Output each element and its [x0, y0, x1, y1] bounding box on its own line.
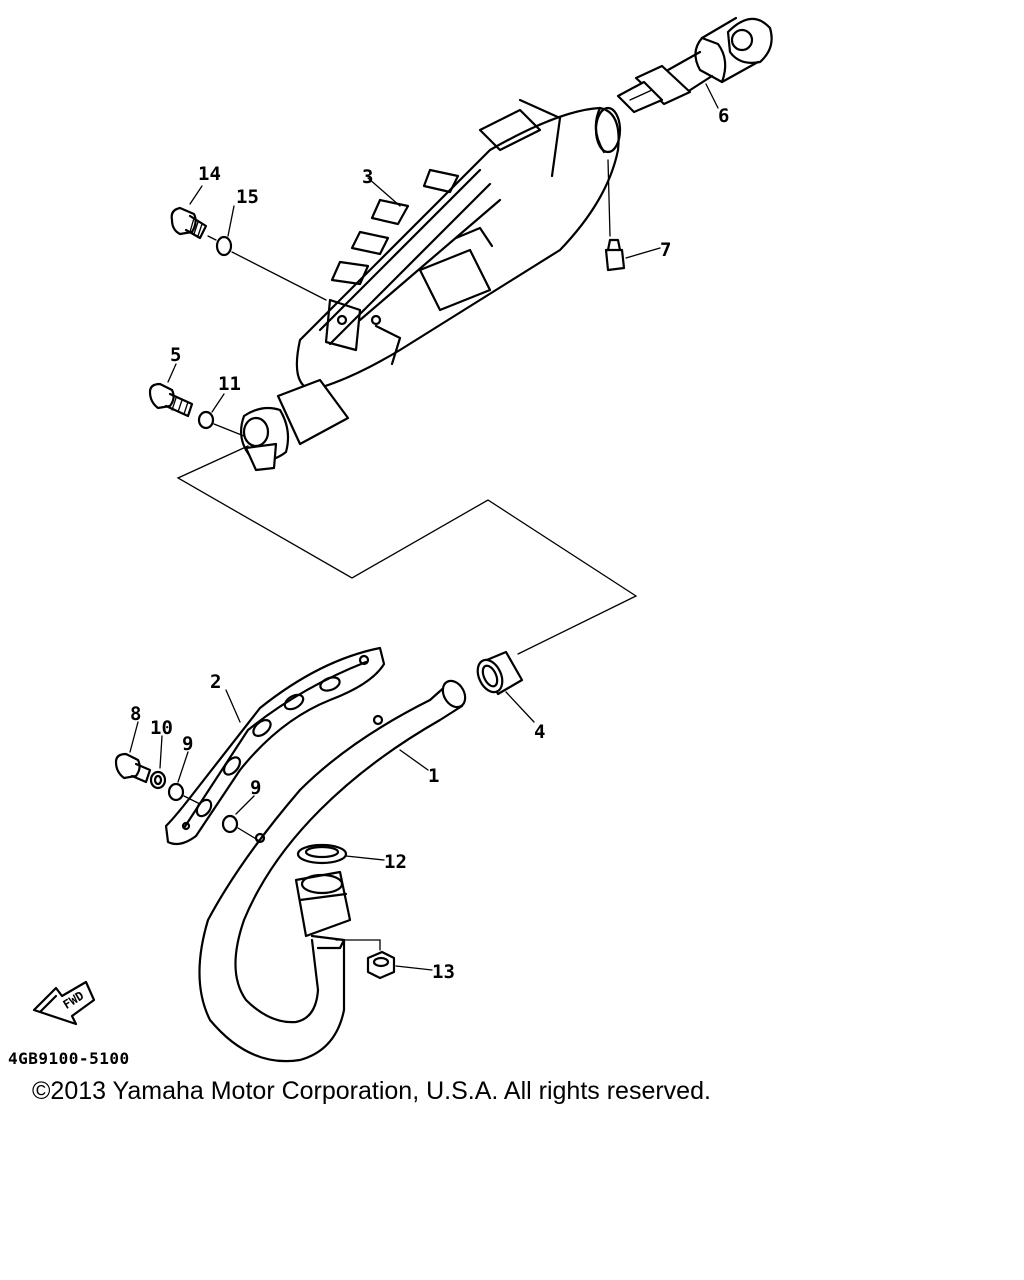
- part-7-bolt: [604, 238, 626, 272]
- callout-10: 10: [150, 717, 173, 739]
- callout-leader-12: [345, 855, 385, 861]
- callout-leader-9b: [235, 795, 255, 815]
- callout-4: 4: [534, 721, 545, 743]
- part-4-sleeve: [476, 650, 524, 696]
- callout-leader-9a: [177, 751, 189, 783]
- part-5-bolt: [148, 382, 194, 418]
- part-8-bolt: [114, 752, 152, 784]
- callout-leader-6: [705, 83, 719, 109]
- callout-leader-2: [225, 689, 241, 723]
- assembly-line-5: [213, 423, 245, 437]
- callout-1: 1: [428, 765, 439, 787]
- part-9-washer-a: [167, 782, 185, 802]
- callout-5: 5: [170, 344, 181, 366]
- callout-3: 3: [362, 166, 373, 188]
- callout-leader-1: [399, 749, 429, 771]
- assembly-line-8: [183, 795, 259, 841]
- part-15-washer: [215, 235, 233, 257]
- callout-leader-7: [625, 247, 661, 259]
- part-14-bolt: [170, 206, 208, 240]
- callout-leader-10: [159, 735, 163, 769]
- part-2-protector: [164, 646, 386, 846]
- part-code: 4GB9100-5100: [8, 1049, 130, 1068]
- callout-15: 15: [236, 186, 259, 208]
- callout-9b: 9: [250, 777, 261, 799]
- part-13-nut: [366, 950, 396, 980]
- callout-leader-3: [367, 177, 401, 207]
- part-10-washer: [149, 770, 167, 790]
- callout-leader-13: [395, 965, 433, 971]
- callout-leader-15: [227, 205, 235, 237]
- part-11-washer: [197, 410, 215, 430]
- assembly-outline: [176, 445, 638, 655]
- part-3-inlet-pipe: [239, 378, 350, 472]
- callout-leader-11: [211, 393, 225, 413]
- callout-8: 8: [130, 703, 141, 725]
- assembly-line-14: [207, 235, 327, 301]
- part-9-washer-b: [221, 814, 239, 834]
- callout-leader-14: [189, 185, 203, 205]
- copyright-notice: ©2013 Yamaha Motor Corporation, U.S.A. A…: [32, 1077, 711, 1105]
- part-6-tail-pipe: [616, 16, 773, 114]
- callout-leader-4: [505, 691, 535, 723]
- assembly-line-13: [335, 939, 381, 951]
- callout-14: 14: [198, 163, 221, 185]
- callout-7: 7: [660, 239, 671, 261]
- callout-13: 13: [432, 961, 455, 983]
- callout-6: 6: [718, 105, 729, 127]
- part-12-gasket: [296, 843, 348, 865]
- assembly-line-7: [607, 159, 611, 237]
- fwd-arrow-icon: FWD: [32, 980, 96, 1026]
- callout-leader-5: [167, 363, 177, 383]
- part-1-exhaust-pipe: [198, 679, 467, 1063]
- callout-9a: 9: [182, 733, 193, 755]
- callout-12: 12: [384, 851, 407, 873]
- callout-leader-8: [129, 721, 139, 753]
- part-3-muffler: [295, 98, 622, 392]
- callout-11: 11: [218, 373, 241, 395]
- callout-2: 2: [210, 671, 221, 693]
